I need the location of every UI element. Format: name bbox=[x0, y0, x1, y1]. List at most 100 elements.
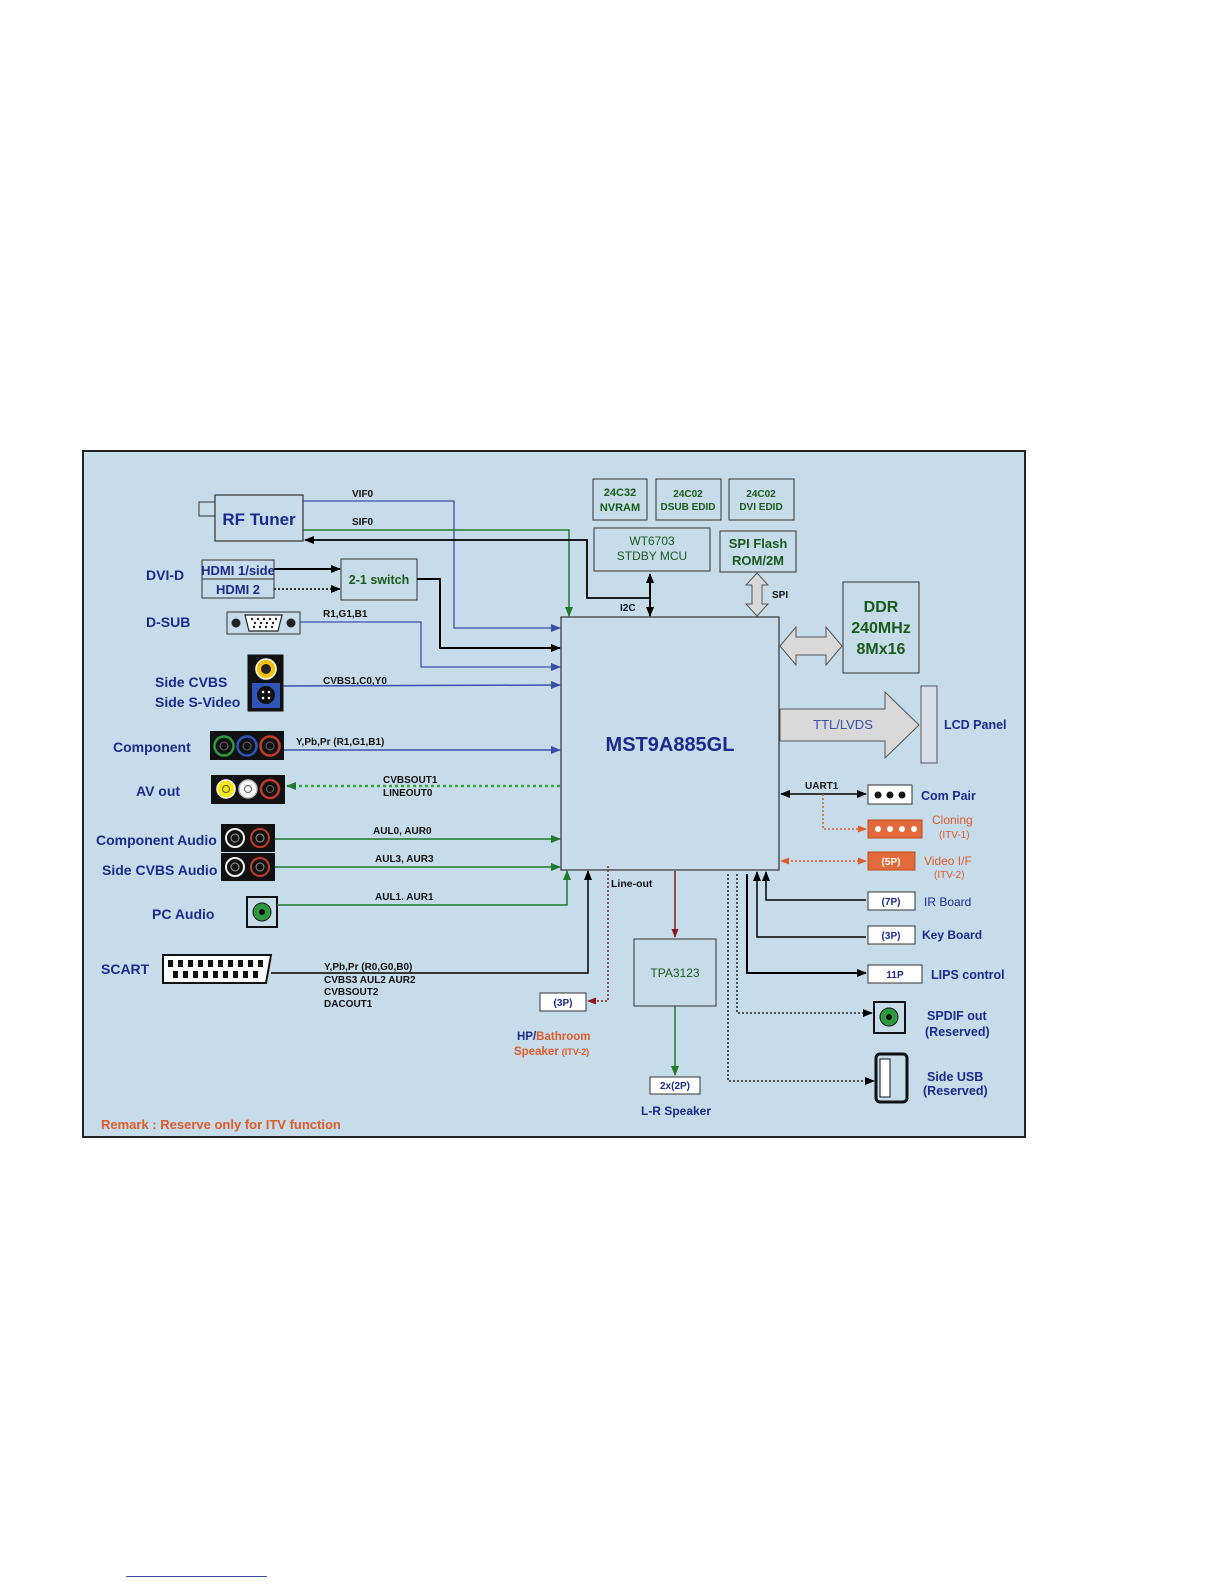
scart-connector-icon bbox=[162, 954, 273, 984]
scart-label: SCART bbox=[101, 961, 150, 977]
spi-label: SPI bbox=[772, 590, 788, 601]
footnote-separator bbox=[126, 1576, 267, 1577]
nvram-line2: NVRAM bbox=[600, 502, 640, 514]
pc-audio-line bbox=[277, 870, 571, 906]
main-chip-box bbox=[560, 616, 780, 871]
dsub-line bbox=[300, 621, 561, 671]
key-board-line bbox=[753, 871, 866, 938]
video-if-connector-label: (5P) bbox=[882, 857, 901, 868]
side-video-line bbox=[282, 681, 561, 690]
spi-flash-box bbox=[719, 530, 797, 573]
side-video-connector-icon bbox=[247, 654, 284, 712]
com-pair-connector-icon bbox=[867, 784, 913, 805]
component-connector-icon bbox=[210, 731, 284, 760]
ddr-line3: 8Mx16 bbox=[857, 641, 906, 658]
spi-flash-line2: ROM/2M bbox=[732, 553, 784, 568]
ttl-lvds-label: TTL/LVDS bbox=[813, 717, 873, 732]
lips-line bbox=[746, 874, 867, 977]
tuner-i2c-line bbox=[304, 536, 650, 599]
side-video-signal-label: CVBS1,C0,Y0 bbox=[323, 676, 387, 687]
switch-box bbox=[340, 558, 418, 601]
speaker-label: L-R Speaker bbox=[641, 1104, 711, 1118]
key-connector-label: (3P) bbox=[882, 931, 901, 942]
video-if-sub-label: (ITV-2) bbox=[934, 870, 965, 881]
dsub-edid-box bbox=[655, 478, 722, 521]
component-audio-label: Component Audio bbox=[96, 832, 217, 848]
cloning-label: Cloning bbox=[932, 813, 973, 827]
switch-label: 2-1 switch bbox=[349, 573, 409, 587]
cloning-connector-icon bbox=[867, 819, 923, 839]
side-cvbs-audio-label: Side CVBS Audio bbox=[102, 862, 217, 878]
ir-connector bbox=[867, 891, 916, 911]
component-signal-label: Y,Pb,Pr (R1,G1,B1) bbox=[296, 737, 384, 748]
remark-text: Remark : Reserve only for ITV function bbox=[101, 1117, 341, 1132]
scart-signal3-label: CVBSOUT2 bbox=[324, 987, 379, 998]
scart-line bbox=[271, 870, 592, 974]
lcd-panel-box bbox=[920, 685, 938, 764]
sif-signal-label: SIF0 bbox=[352, 517, 374, 528]
av-out-connector-icon bbox=[211, 775, 285, 804]
side-svideo-label: Side S-Video bbox=[155, 694, 240, 710]
component-audio-connector-icon bbox=[221, 824, 275, 852]
hp-connector-label: (3P) bbox=[554, 998, 573, 1009]
speaker-itv-label: Speaker(ITV-2) bbox=[514, 1046, 589, 1058]
usb-port-icon bbox=[874, 1052, 909, 1104]
video-if-connector bbox=[867, 851, 916, 871]
main-chip-label: MST9A885GL bbox=[606, 734, 735, 756]
hp-label-a: HP/ bbox=[517, 1031, 537, 1043]
lcd-panel-label: LCD Panel bbox=[944, 718, 1007, 732]
dvi-d-label: DVI-D bbox=[146, 567, 184, 583]
mcu-line1: WT6703 bbox=[629, 534, 675, 548]
dsub-label: D-SUB bbox=[146, 614, 190, 630]
spi-flash-line1: SPI Flash bbox=[729, 536, 788, 551]
uart-label: UART1 bbox=[805, 781, 839, 792]
ttl-lvds-arrow bbox=[779, 690, 920, 760]
nvram-line1: 24C32 bbox=[604, 487, 636, 499]
vif-line bbox=[303, 500, 561, 632]
hdmi1-label: HDMI 1/side bbox=[201, 563, 275, 578]
usb-line1: Side USB bbox=[927, 1070, 983, 1084]
usb-line bbox=[727, 874, 875, 1085]
side-cvbs-label: Side CVBS bbox=[155, 674, 227, 690]
dvi-edid-box bbox=[728, 478, 795, 521]
hdmi2-label: HDMI 2 bbox=[216, 582, 260, 597]
hp-label-c: Speaker bbox=[514, 1046, 559, 1058]
mcu-box bbox=[593, 527, 711, 572]
dsub-signal-label: R1,G1,B1 bbox=[323, 609, 368, 620]
vif-signal-label: VIF0 bbox=[352, 489, 374, 500]
key-board-label: Key Board bbox=[922, 928, 982, 942]
amp-label: TPA3123 bbox=[650, 966, 699, 980]
component-label: Component bbox=[113, 739, 191, 755]
amp-box bbox=[633, 938, 717, 1007]
ir-board-label: IR Board bbox=[924, 895, 971, 909]
speaker-connector-label: 2x(2P) bbox=[660, 1081, 690, 1092]
pc-audio-label: PC Audio bbox=[152, 906, 214, 922]
lineout-label: Line-out bbox=[611, 878, 653, 890]
lips-label: LIPS control bbox=[931, 968, 1005, 982]
hp-bathroom-label: HP/Bathroom bbox=[517, 1031, 590, 1043]
spi-double-arrow bbox=[744, 572, 770, 617]
i2c-label: I2C bbox=[620, 603, 636, 614]
dvi-edid-line2: DVI EDID bbox=[739, 502, 782, 513]
component-audio-signal-label: AUL0, AUR0 bbox=[373, 826, 432, 837]
dsub-connector-icon bbox=[226, 611, 301, 635]
hp-label-b: Bathroom bbox=[536, 1031, 590, 1043]
spdif-jack-icon bbox=[873, 1001, 906, 1034]
video-if-label: Video I/F bbox=[924, 854, 972, 868]
av-out-label: AV out bbox=[136, 783, 180, 799]
key-connector bbox=[867, 925, 916, 945]
ir-board-line bbox=[762, 871, 866, 901]
cloning-sub-label: (ITV-1) bbox=[939, 830, 970, 841]
av-out-signal2-label: LINEOUT0 bbox=[383, 788, 433, 799]
dvi-edid-line1: 24C02 bbox=[746, 489, 776, 500]
side-cvbs-audio-connector-icon bbox=[221, 853, 275, 881]
ddr-line2: 240MHz bbox=[851, 620, 911, 637]
dsub-edid-line2: DSUB EDID bbox=[660, 502, 715, 513]
rf-tuner-label: RF Tuner bbox=[222, 510, 296, 529]
spdif-line2: (Reserved) bbox=[925, 1025, 990, 1039]
lips-connector bbox=[867, 964, 923, 984]
nvram-box bbox=[592, 478, 648, 521]
com-pair-label: Com Pair bbox=[921, 789, 976, 803]
pc-audio-signal-label: AUL1. AUR1 bbox=[375, 892, 434, 903]
spdif-line1: SPDIF out bbox=[927, 1009, 988, 1023]
